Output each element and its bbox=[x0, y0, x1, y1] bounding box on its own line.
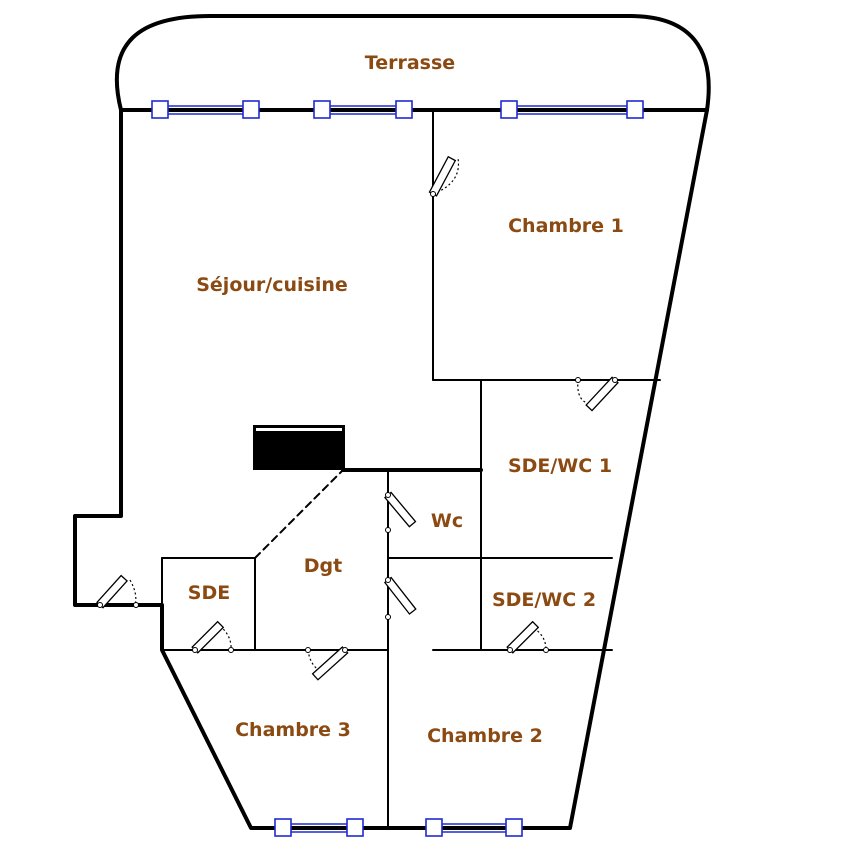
label-sde: SDE bbox=[188, 582, 230, 604]
label-sejour-cuisine: Séjour/cuisine bbox=[196, 274, 348, 296]
label-dgt: Dgt bbox=[304, 555, 342, 577]
label-sde-wc2: SDE/WC 2 bbox=[492, 589, 596, 611]
window-terrace-left bbox=[151, 100, 260, 119]
terrace-outline bbox=[114, 14, 711, 112]
window-terrace-middle bbox=[313, 100, 413, 119]
window-chambre2 bbox=[425, 818, 523, 837]
label-chambre3: Chambre 3 bbox=[235, 719, 351, 741]
door-entrance bbox=[96, 574, 139, 609]
label-wc: Wc bbox=[431, 510, 463, 532]
label-terrasse: Terrasse bbox=[365, 52, 455, 74]
label-chambre1: Chambre 1 bbox=[508, 215, 624, 237]
door-sde-wc2 bbox=[506, 620, 549, 654]
door-wc bbox=[384, 491, 417, 533]
door-sde-wc1 bbox=[575, 376, 619, 412]
door-chambre1 bbox=[428, 155, 460, 197]
door-sde bbox=[191, 620, 234, 654]
window-chambre3 bbox=[274, 818, 364, 837]
kitchen-block-edge bbox=[256, 428, 342, 431]
kitchen-block bbox=[253, 425, 345, 470]
door-chambre3 bbox=[305, 646, 349, 681]
label-sde-wc1: SDE/WC 1 bbox=[508, 455, 612, 477]
door-dgt bbox=[383, 576, 417, 620]
label-chambre2: Chambre 2 bbox=[427, 725, 543, 747]
window-terrace-right bbox=[500, 100, 644, 119]
interior-walls bbox=[161, 109, 661, 829]
